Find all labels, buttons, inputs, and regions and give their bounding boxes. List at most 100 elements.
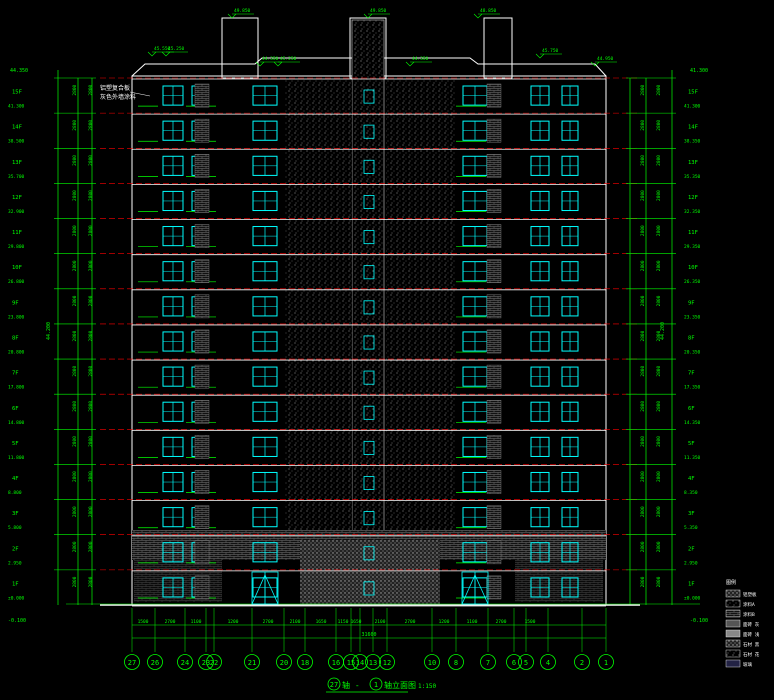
title-suffix: 轴立面图	[384, 680, 416, 690]
bay-dim: 1500	[525, 619, 536, 625]
axis-bubble	[124, 654, 140, 670]
core-window	[363, 265, 375, 280]
core-window	[363, 511, 375, 526]
axis-bubble	[206, 654, 222, 670]
level-marker	[590, 61, 600, 67]
legend-swatch	[725, 649, 741, 658]
floor-dim-left: 2800	[72, 541, 78, 552]
level-marker	[473, 13, 483, 19]
core-window	[363, 440, 375, 455]
level-marker	[255, 61, 265, 67]
level-marker	[363, 13, 373, 19]
axis-number: 6	[512, 659, 516, 667]
top-level-label: 45.250	[280, 56, 297, 62]
legend-swatch	[725, 629, 741, 638]
floor-dim-left-inner: 2800	[88, 330, 94, 341]
floor-dim-right: 2800	[640, 225, 646, 236]
legend-swatch	[725, 599, 741, 608]
floor-dim-right-inner: 2800	[656, 401, 662, 412]
side-column	[486, 224, 502, 248]
floor-label-right: 8F	[688, 336, 695, 342]
floor-dim-left: 2800	[72, 295, 78, 306]
floor-dim-right: 2800	[640, 576, 646, 587]
note-line-2: 灰色外墙涂料	[100, 93, 136, 101]
bay-dim: 1500	[138, 619, 149, 625]
floor-dim-right: 2800	[640, 506, 646, 517]
axis-number: 4	[546, 659, 550, 667]
bay-dim: 2100	[290, 619, 301, 625]
axis-bubble	[574, 654, 590, 670]
side-column	[486, 364, 502, 389]
floor-dim-right-inner: 2800	[656, 190, 662, 201]
axis-number: 5	[524, 659, 528, 667]
floor-dim-right-inner: 2800	[656, 155, 662, 166]
note-line-1: 铝塑复合板	[100, 84, 130, 92]
bay-dim: 1200	[439, 619, 450, 625]
title-axis-to: 1	[374, 681, 378, 689]
floor-dim-left: 2800	[72, 366, 78, 377]
side-column	[486, 189, 502, 213]
legend-swatch	[725, 589, 741, 598]
level-label-right: 11.350	[684, 455, 701, 461]
level-label-left: 17.800	[8, 385, 25, 391]
total-width: 31600	[361, 632, 376, 638]
axis-bubble	[379, 654, 395, 670]
side-column	[486, 118, 502, 143]
axis-bubble	[540, 654, 556, 670]
level-label-left: 41.300	[8, 104, 25, 110]
floor-label-right: 11F	[688, 230, 698, 236]
floor-label-right: 2F	[688, 546, 695, 552]
floor-dim-right: 2800	[640, 84, 646, 95]
floor-dim-right-inner: 2800	[656, 120, 662, 131]
floor-label-left: 13F	[12, 160, 22, 166]
level-label-right: 32.350	[684, 209, 701, 215]
floor-dim-right-inner: 2800	[656, 295, 662, 306]
level-label-left: 2.950	[8, 560, 22, 566]
core-window	[363, 581, 375, 596]
floor-label-right: 12F	[688, 195, 698, 201]
bay-dim: 1100	[467, 619, 478, 625]
axis-number: 8	[454, 659, 458, 667]
level-label-right: 41.300	[684, 104, 701, 110]
bay-dim: 2700	[405, 619, 416, 625]
floor-dim-left-inner: 2800	[88, 84, 94, 95]
floor-label-right: 4F	[688, 476, 695, 482]
bay-dim: 2700	[263, 619, 274, 625]
legend-swatch	[725, 659, 741, 668]
floor-label-left: 15F	[12, 90, 22, 96]
axis-number: 23	[202, 659, 210, 667]
top-level-label: 44.350	[412, 56, 429, 62]
side-column	[194, 540, 210, 565]
floor-dim-right: 2800	[640, 120, 646, 131]
floor-label-left: 14F	[12, 125, 22, 131]
floor-dim-right-inner: 2800	[656, 225, 662, 236]
level-label-right: 35.350	[684, 174, 701, 180]
level-label-right: 38.350	[684, 139, 701, 145]
legend-label: 面砖 灰	[743, 621, 760, 628]
top-level-label: 44.950	[597, 56, 614, 62]
side-column	[486, 259, 502, 283]
axis-bubble	[198, 654, 214, 670]
core-window	[363, 230, 375, 245]
legend-label: 铝塑板	[743, 591, 757, 598]
side-column	[194, 189, 210, 213]
axis-number: 14	[356, 659, 364, 667]
floor-label-left: 7F	[12, 371, 19, 377]
axis-bubble	[352, 654, 368, 670]
side-column	[486, 294, 502, 319]
floor-label-right: 6F	[688, 406, 695, 412]
level-label-left: 32.900	[8, 209, 25, 215]
floor-dim-right: 2800	[640, 436, 646, 447]
level-marker	[161, 51, 171, 57]
balcony-rails	[138, 83, 502, 600]
floor-dim-right-inner: 2800	[656, 506, 662, 517]
level-marker	[405, 61, 415, 67]
side-column	[486, 540, 502, 565]
level-label-left: 11.800	[8, 455, 25, 461]
legend-label: 涂料B	[743, 611, 755, 618]
level-label-left: 20.800	[8, 350, 25, 356]
floor-label-right: 10F	[688, 265, 698, 271]
axis-number: 13	[369, 659, 377, 667]
roof-level-right: 41.300	[690, 68, 708, 74]
